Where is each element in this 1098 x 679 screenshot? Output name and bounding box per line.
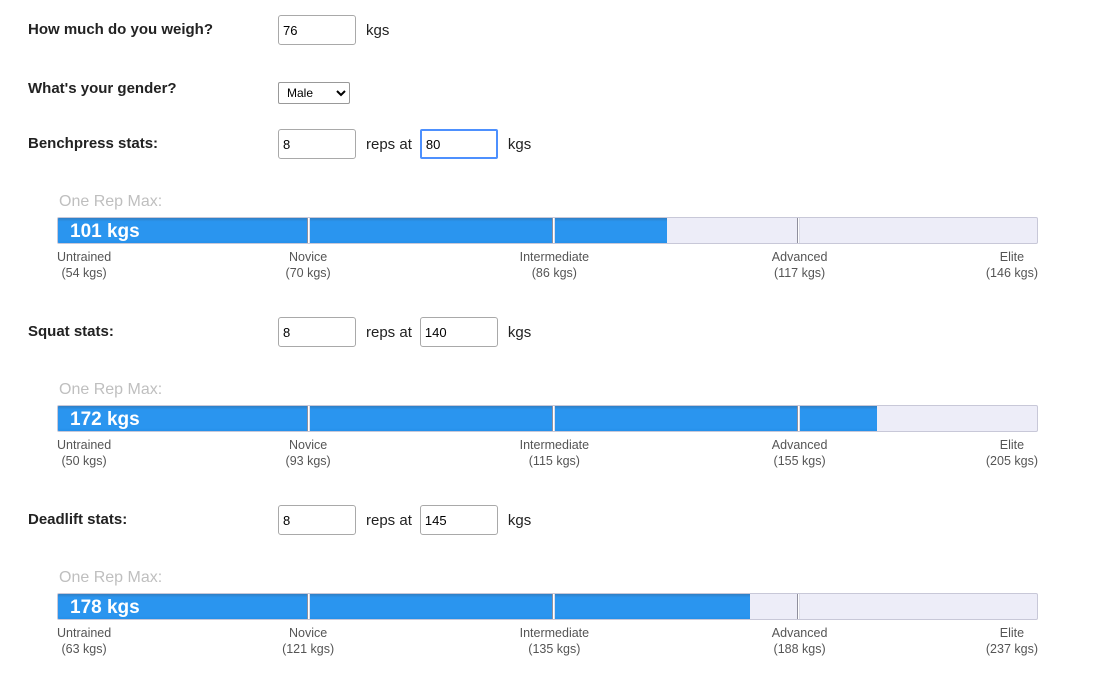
- strength-level-name: Novice: [289, 250, 328, 264]
- strength-bar-fill: [58, 406, 878, 431]
- gender-label: What's your gender?: [28, 80, 177, 97]
- strength-level-name: Intermediate: [519, 438, 590, 452]
- weight-label: How much do you weigh?: [28, 21, 213, 38]
- strength-level-label: Elite (146 kgs): [986, 249, 1038, 281]
- strength-level-value: (188 kgs): [773, 642, 826, 656]
- strength-level-label: Untrained (63 kgs): [57, 625, 111, 657]
- one-rep-max-value: 172 kgs: [70, 409, 140, 430]
- strength-level-value: (63 kgs): [61, 642, 107, 656]
- strength-level-label: Intermediate (135 kgs): [520, 625, 589, 657]
- strength-level-name: Elite: [999, 438, 1025, 452]
- strength-level-label: Intermediate (115 kgs): [520, 437, 589, 469]
- weight-row: How much do you weigh? kgs: [0, 13, 1098, 47]
- strength-level-name: Untrained: [57, 626, 112, 640]
- strength-level-label: Untrained (54 kgs): [57, 249, 111, 281]
- lift-weight-unit-label: kgs: [507, 323, 532, 341]
- strength-bar-tick: [552, 406, 556, 431]
- strength-level-name: Intermediate: [519, 626, 590, 640]
- strength-level-value: (237 kgs): [985, 642, 1038, 656]
- strength-level-value: (86 kgs): [531, 266, 577, 280]
- strength-bar-tick: [552, 594, 556, 619]
- weight-field-zone: kgs: [278, 13, 389, 47]
- strength-level-labels: Untrained (63 kgs) Novice (121 kgs) Intermed…: [0, 625, 1098, 661]
- strength-level-label: Advanced (117 kgs): [772, 249, 828, 281]
- lift-weight-input[interactable]: [419, 505, 498, 535]
- strength-level-value: (146 kgs): [985, 266, 1038, 280]
- strength-level-labels: Untrained (50 kgs) Novice (93 kgs) Intermedi…: [0, 437, 1098, 473]
- strength-level-label: Novice (121 kgs): [282, 625, 334, 657]
- strength-level-name: Novice: [289, 438, 328, 452]
- strength-bar-tick: [306, 218, 310, 243]
- strength-bar-track: 101 kgs: [57, 217, 1038, 244]
- strength-level-value: (205 kgs): [985, 454, 1038, 468]
- strength-bar-tick: [797, 406, 801, 431]
- strength-level-value: (70 kgs): [285, 266, 331, 280]
- strength-bar-tick: [797, 218, 801, 243]
- strength-level-name: Elite: [999, 250, 1025, 264]
- strength-level-value: (54 kgs): [61, 266, 107, 280]
- strength-bar-tick: [306, 594, 310, 619]
- strength-level-value: (135 kgs): [528, 642, 581, 656]
- strength-bar-track: 172 kgs: [57, 405, 1038, 432]
- strength-level-value: (93 kgs): [285, 454, 331, 468]
- strength-level-label: Elite (237 kgs): [986, 625, 1038, 657]
- lift-field-zone: reps at kgs: [278, 503, 531, 537]
- strength-level-value: (155 kgs): [773, 454, 826, 468]
- gender-row: What's your gender? MaleFemale: [0, 72, 1098, 106]
- strength-level-label: Novice (70 kgs): [286, 249, 331, 281]
- strength-level-value: (117 kgs): [774, 266, 826, 280]
- strength-level-name: Elite: [999, 626, 1025, 640]
- strength-level-label: Advanced (188 kgs): [772, 625, 828, 657]
- lift-field-zone: reps at kgs: [278, 315, 531, 349]
- strength-level-value: (121 kgs): [282, 642, 335, 656]
- reps-at-label: reps at: [366, 135, 412, 153]
- one-rep-max-title: One Rep Max:: [59, 569, 163, 586]
- gender-select[interactable]: MaleFemale: [278, 82, 350, 104]
- lift-weight-unit-label: kgs: [507, 511, 532, 529]
- lift-field-zone: reps at kgs: [278, 127, 531, 161]
- lift-weight-input[interactable]: [419, 317, 498, 347]
- strength-level-name: Intermediate: [519, 250, 590, 264]
- lift-row: Deadlift stats: reps at kgs: [0, 503, 1098, 537]
- strength-bar-tick: [306, 406, 310, 431]
- strength-level-label: Novice (93 kgs): [286, 437, 331, 469]
- strength-level-label: Untrained (50 kgs): [57, 437, 111, 469]
- strength-level-value: (50 kgs): [61, 454, 107, 468]
- one-rep-max-title: One Rep Max:: [59, 381, 163, 398]
- reps-input[interactable]: [278, 129, 356, 159]
- strength-level-name: Novice: [289, 626, 328, 640]
- weight-input[interactable]: [278, 15, 356, 45]
- strength-bar-tick: [552, 218, 556, 243]
- lift-label: Squat stats:: [28, 323, 114, 340]
- one-rep-max-value: 101 kgs: [70, 221, 140, 242]
- lift-row: Squat stats: reps at kgs: [0, 315, 1098, 349]
- strength-level-label: Intermediate (86 kgs): [520, 249, 589, 281]
- strength-level-name: Advanced: [771, 250, 828, 264]
- one-rep-max-value: 178 kgs: [70, 597, 140, 618]
- strength-bar-fill: [58, 594, 751, 619]
- one-rep-max-title: One Rep Max:: [59, 193, 163, 210]
- lift-label: Benchpress stats:: [28, 135, 159, 152]
- weight-unit-label: kgs: [366, 21, 390, 39]
- lift-row: Benchpress stats: reps at kgs: [0, 127, 1098, 161]
- lift-label: Deadlift stats:: [28, 511, 128, 528]
- strength-level-label: Elite (205 kgs): [986, 437, 1038, 469]
- reps-at-label: reps at: [366, 511, 412, 529]
- reps-input[interactable]: [278, 317, 356, 347]
- strength-bar-tick: [797, 594, 801, 619]
- strength-level-labels: Untrained (54 kgs) Novice (70 kgs) Intermedi…: [0, 249, 1098, 285]
- strength-level-name: Untrained: [57, 250, 112, 264]
- lift-weight-unit-label: kgs: [507, 135, 532, 153]
- strength-level-label: Advanced (155 kgs): [772, 437, 828, 469]
- strength-level-name: Untrained: [57, 438, 112, 452]
- lift-weight-input[interactable]: [419, 129, 498, 159]
- strength-bar-fill: [58, 218, 667, 243]
- reps-input[interactable]: [278, 505, 356, 535]
- gender-field-zone: MaleFemale: [278, 76, 350, 110]
- strength-level-name: Advanced: [771, 626, 828, 640]
- strength-bar-track: 178 kgs: [57, 593, 1038, 620]
- reps-at-label: reps at: [366, 323, 412, 341]
- strength-level-value: (115 kgs): [528, 454, 580, 468]
- strength-level-name: Advanced: [771, 438, 828, 452]
